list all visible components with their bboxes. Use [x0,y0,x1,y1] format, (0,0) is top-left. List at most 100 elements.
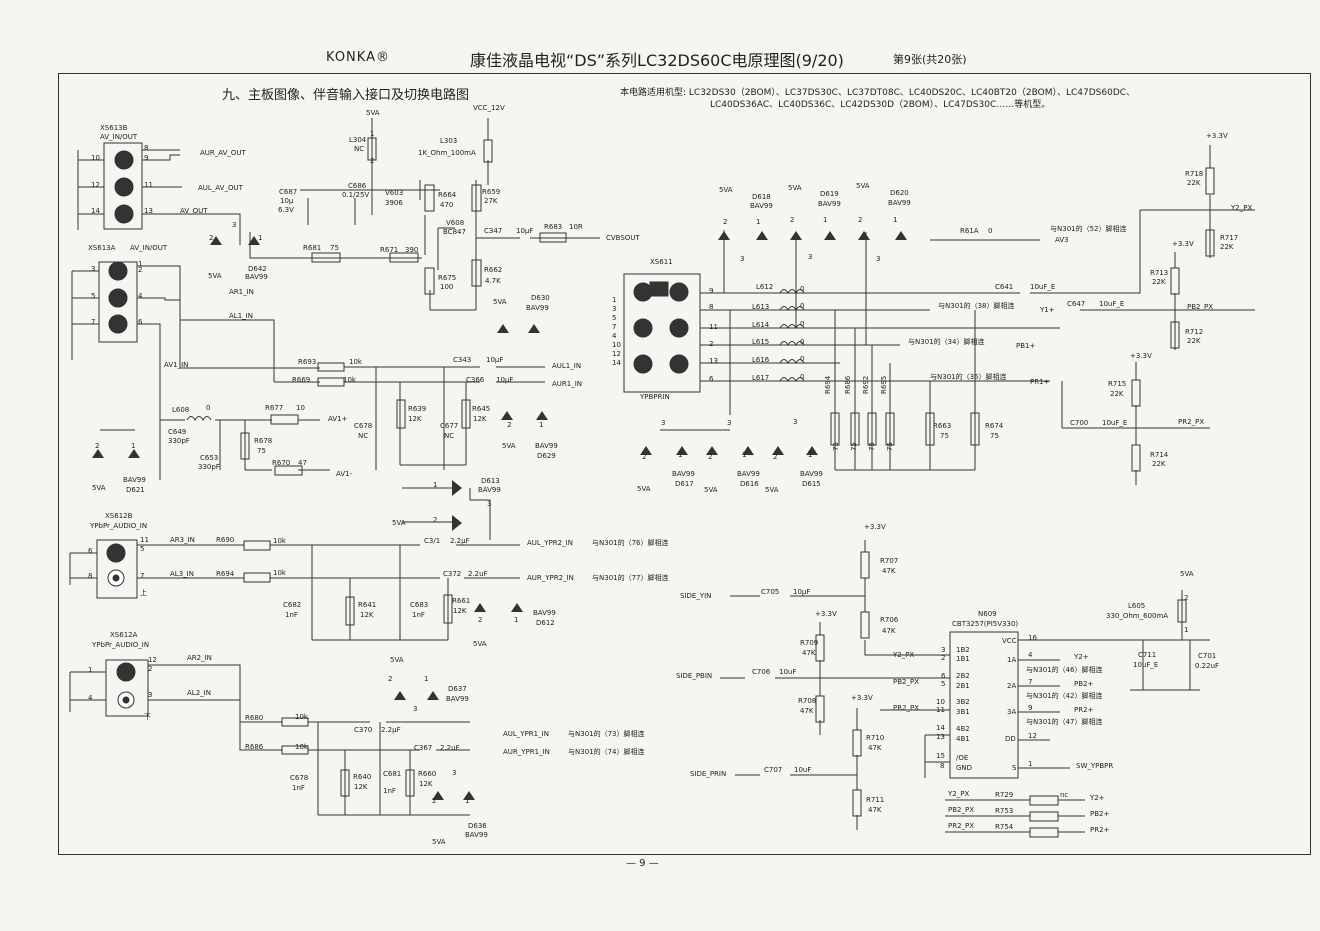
schematic-label: PR2_PX [948,822,974,830]
schematic-label: 75 [990,432,999,440]
schematic-label: C682 [283,601,301,609]
schematic-label: 2 [209,234,213,242]
schematic-label: L614 [752,321,770,329]
schematic-label: 14 [936,724,945,732]
schematic-label: D637 [448,685,467,693]
schematic-label: 2 [95,442,99,450]
schematic-label: R61A [960,227,979,235]
schematic-label: 2 [507,421,511,429]
schematic-label: 10uF [794,766,811,774]
schematic-label: 2 [138,266,142,274]
schematic-label: 1 [1028,760,1032,768]
schematic-label: L617 [752,374,769,382]
schematic-label: PB2_PX [948,806,974,814]
schematic-label: 5VA [493,298,507,306]
schematic-label: BAV99 [245,273,268,281]
schematic-label: 4 [612,332,617,340]
schematic-label: 5VA [719,186,733,194]
schematic-label: BAV99 [533,609,556,617]
schematic-label: C707 [764,766,782,774]
schematic-label: 330pF [168,437,190,445]
schematic-label: 22K [1187,337,1201,345]
schematic-label: 2 [478,616,482,624]
schematic-label: 1 [465,797,469,805]
schematic-label: /OE [956,754,968,762]
schematic-label: BC847 [443,228,466,236]
schematic-label: 22K [1152,278,1166,286]
schematic-label: R706 [880,616,899,624]
schematic-label: 2 [148,665,152,673]
schematic-label: 22K [1110,390,1124,398]
header: KONKA® 康佳液晶电视“DS”系列LC32DS60C电原理图(9/20) 第… [0,0,1320,80]
schematic-label: C367 [414,744,432,752]
schematic-label: 22K [1220,243,1234,251]
schematic-label: 470 [440,201,453,209]
schematic-label: C678 [290,774,308,782]
schematic-label: CBT3257(PI5V330) [952,620,1018,628]
schematic-label: 22K [1152,460,1166,468]
schematic-label: R709 [800,639,818,647]
schematic-label: XS613A [88,244,116,252]
schematic-label: SW_YPBPR [1076,762,1113,770]
schematic-label: 0 [206,404,210,412]
schematic-label: 75 [330,244,339,252]
schematic-label: R674 [985,422,1004,430]
schematic-label: NC [354,145,364,153]
schematic-label: D612 [536,619,555,627]
schematic-label: R694 [824,375,832,394]
inductor-symbols [186,289,805,422]
page-title: 康佳液晶电视“DS”系列LC32DS60C电原理图(9/20) [470,51,844,70]
schematic-label: 10k [349,358,363,366]
schematic-label: 5VA [502,442,516,450]
schematic-label: 4 [1028,651,1033,659]
schematic-label: 3 [148,691,152,699]
schematic-label: 4B2 [956,725,970,733]
schematic-label: 12K [408,415,422,423]
schematic-label: D618 [752,193,771,201]
schematic-label: R690 [216,536,234,544]
schematic-label: AV_IN/OUT [130,244,168,252]
schematic-label: 12K [473,415,487,423]
schematic-label: R754 [995,823,1014,831]
schematic-label: 10k [273,569,287,577]
schematic-label: 10uF_E [1099,300,1124,308]
schematic-label: CVBSOUT [606,234,640,242]
schematic-label: L605 [1128,602,1145,610]
schematic-label: 5VA [92,484,106,492]
schematic-label: 1 [258,234,262,242]
schematic-label: 2.2uF [440,744,460,752]
schematic-label: 10μF [496,376,513,384]
schematic-label: 9 [1028,704,1032,712]
schematic-label: D636 [468,822,487,830]
schematic-label: 1 [514,616,518,624]
schematic-label: C678 [354,422,372,430]
schematic-label: R660 [418,770,436,778]
schematic-label: 5VA [637,485,651,493]
schematic-label: PB2+ [1090,810,1109,818]
schematic-label: SIDE_YIN [680,592,711,600]
schematic-label: 2 [370,157,374,165]
schematic-label: S [1012,764,1017,772]
schematic-label: R694 [216,570,235,578]
schematic-label: SIDE_PBIN [676,672,712,680]
models-line-1: 本电路适用机型: LC32DS30（2BOM）、LC37DS30C、LC37DT… [620,88,1136,98]
schematic-label: 10 [296,404,305,412]
schematic-label: 10uF_E [1133,661,1158,669]
schematic-label: 100 [440,283,453,291]
schematic-label: C647 [1067,300,1085,308]
schematic-label: 5VA [390,656,404,664]
schematic-label: 2 [432,797,436,805]
schematic-label: 5VA [1180,570,1194,578]
schematic-label: 与N301的（42）脚相连 [1026,691,1103,700]
schematic-label: 3 [452,769,456,777]
diode-symbols [92,231,907,800]
schematic-label: C677 [440,422,458,430]
schematic-label: YPbPr_AUDIO_IN [91,641,149,649]
schematic-label: R715 [1108,380,1126,388]
schematic-label: R664 [438,191,457,199]
schematic-label: AV1- [336,470,353,478]
schematic-label: BAV99 [672,470,695,478]
schematic-label: L304 [349,136,367,144]
schematic-label: 1 [1184,626,1188,634]
schematic-label: AV1+ [328,415,348,423]
